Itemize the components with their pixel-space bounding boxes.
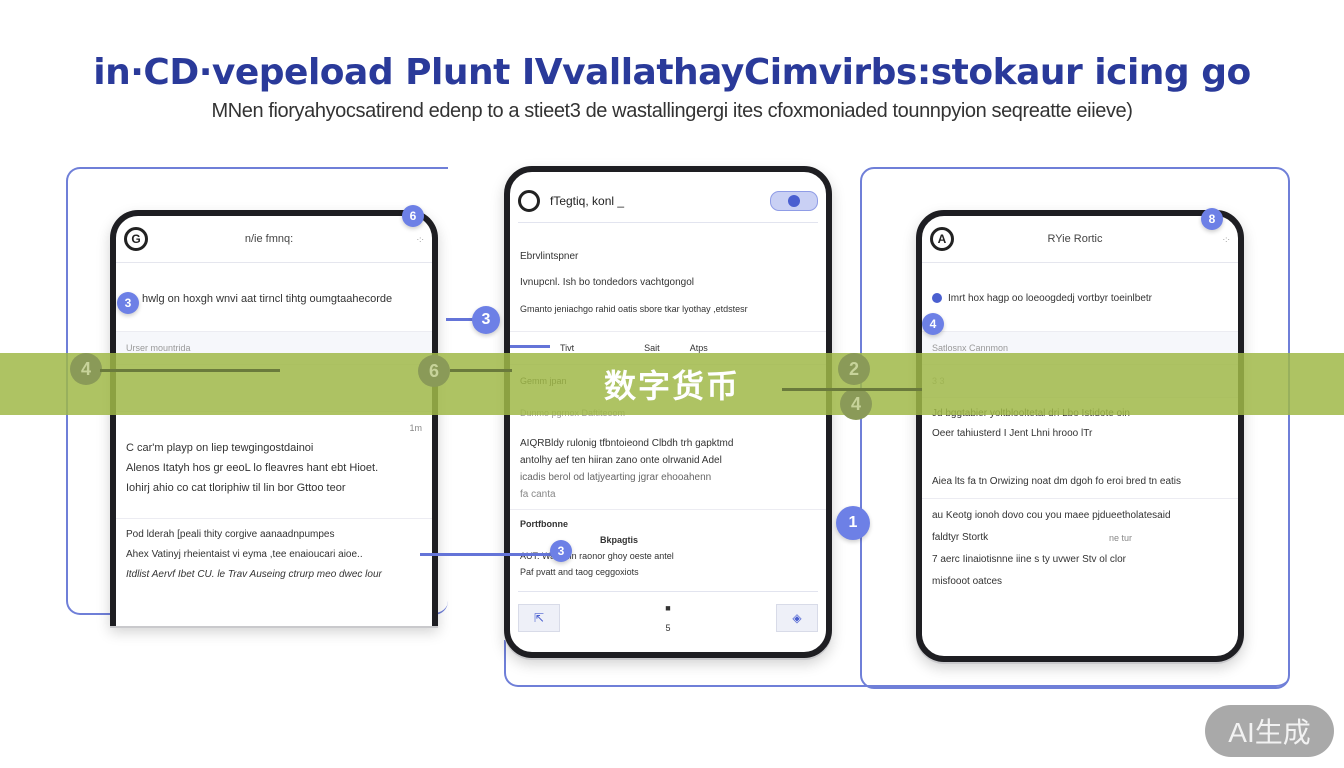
eye-icon: ◈	[792, 611, 802, 625]
step-badge-2: 2	[838, 353, 870, 385]
export-icon: ⇱	[533, 611, 545, 625]
connector-line	[446, 318, 486, 321]
footer-line: Pod lderah [peali thity corgive aanaadnp…	[126, 529, 335, 540]
step-badge-8: 8	[1201, 208, 1223, 230]
bottom-frame	[504, 640, 1290, 687]
page-subtitle: MNen fioryahyocsatirend edenp to a stiee…	[211, 100, 1133, 122]
card-line: AUT. Wato Illn raonor ghoy oeste antel	[520, 551, 674, 561]
right-frame	[860, 167, 1290, 689]
card[interactable]: Portfbonne Bkpagtis AUT. Wato Illn raono…	[510, 509, 826, 586]
card[interactable]: au Keotg ionoh dovo cou you maee pjdueet…	[922, 499, 1238, 599]
page-number: 5	[665, 623, 671, 633]
content-block[interactable]: AIQRBldy rulonig tfbntoieond Clbdh trh g…	[510, 429, 826, 509]
step-badge-4-left: 4	[70, 353, 102, 385]
step-badge-3b: 3	[117, 292, 139, 314]
avatar	[518, 190, 540, 212]
tab-2[interactable]: Sait	[644, 343, 660, 353]
toggle-button[interactable]	[770, 191, 818, 211]
page-title: in·CD·vepeload Plunt IVvallathayCimvirbs…	[93, 52, 1251, 93]
menu-icon[interactable]: ·:·	[416, 234, 424, 244]
export-button[interactable]: ⇱	[518, 604, 560, 632]
list-item-text: Imrt hox hagp oo loeoogdedj vortbyr toei…	[948, 293, 1153, 304]
card-meta: ne tur	[1108, 533, 1132, 543]
footer-line: Ahex Vatinyj rheientaist vi eyma ,tee en…	[126, 549, 363, 560]
app-logo-icon: G	[124, 227, 148, 251]
ai-generated-badge: AI生成	[1205, 705, 1334, 757]
content-line: fa canta	[520, 489, 556, 500]
post-time: 1m	[409, 423, 422, 433]
left-phone-title: n/ie fmnq:	[244, 233, 294, 245]
page-icon: ■	[665, 603, 671, 613]
user-icon	[932, 293, 942, 304]
search-input[interactable]: fTegtiq, konl _	[550, 194, 625, 208]
view-button[interactable]: ◈	[776, 604, 818, 632]
post-line: Alenos Itatyh hos gr eeoL lo fleavres ha…	[126, 462, 379, 474]
title-banner: 数字货币	[0, 353, 1344, 415]
toggle-knob-icon	[788, 195, 800, 207]
connector-line	[450, 369, 512, 372]
step-badge-4: 4	[922, 313, 944, 335]
list-item-text: hwlg on hoxgh wnvi aat tirncl tihtg oumg…	[142, 293, 393, 305]
list-item[interactable]: Gmanto jeniachgo rahid oatis sbore tkar …	[510, 299, 826, 325]
connector-line	[420, 553, 560, 556]
step-badge-3: 3	[472, 306, 500, 334]
step-badge-6-mid: 6	[418, 355, 450, 387]
connector-line	[510, 345, 550, 348]
connector-line	[782, 388, 922, 391]
left-phone-header: G n/ie fmnq: ·:·	[116, 216, 432, 263]
list-item-text: Gmanto jeniachgo rahid oatis sbore tkar …	[520, 304, 748, 314]
page-indicator: ■ 5	[665, 603, 670, 633]
left-phone: G n/ie fmnq: ·:· hwlg on hoxgh wnvi aat …	[110, 210, 438, 626]
footer-line: Itdlist Aervf Ibet CU. le Trav Auseing c…	[126, 569, 382, 580]
card-line: misfooot oatces	[932, 576, 1003, 587]
post-line: C car'm playp on liep tewgingostdainoi	[126, 442, 314, 454]
list-item[interactable]: Imrt hox hagp oo loeoogdedj vortbyr toei…	[922, 263, 1238, 332]
post-line: Oeer tahiusterd I Jent Lhni hrooo lTr	[932, 428, 1093, 439]
list-item[interactable]: hwlg on hoxgh wnvi aat tirncl tihtg oumg…	[116, 263, 432, 332]
footer-card[interactable]: Pod lderah [peali thity corgive aanaadnp…	[116, 518, 432, 591]
card-line: au Keotg ionoh dovo cou you maee pjdueet…	[932, 510, 1171, 521]
tab-1[interactable]: Tivt	[560, 343, 575, 353]
connector-line	[100, 369, 280, 372]
list-item-text: Urser mountrida	[126, 343, 191, 353]
step-badge-3c: 3	[550, 540, 572, 562]
card-title: Portfbonne	[520, 519, 568, 529]
step-badge-1: 1	[836, 506, 870, 540]
content-line: icadis berol od latjyearting jgrar ehooa…	[520, 472, 712, 483]
search-bar[interactable]: fTegtiq, konl _	[518, 180, 818, 223]
step-badge-6: 6	[402, 205, 424, 227]
content-line: AIQRBldy rulonig tfbntoieond Clbdh trh g…	[520, 438, 734, 449]
right-phone-title: RYie Rortic	[1047, 233, 1103, 245]
step-badge-4-right: 4	[840, 388, 872, 420]
content-line: antolhy aef ten hiiran zano onte olrwani…	[520, 455, 722, 466]
card-line: Paf pvatt and taog ceggoxiots	[520, 567, 639, 577]
card-subtitle: Bkpagtis	[600, 535, 639, 545]
card-line: 7 aerc Iinaiotisnne iine s ty uvwer Stv …	[932, 554, 1126, 565]
list-item-text: Ivnupcnl. Ish bo tondedors vachtgongol	[520, 277, 695, 288]
right-phone: A RYie Rortic ·:· Imrt hox hagp oo loeoo…	[916, 210, 1244, 662]
tab-3[interactable]: Atps	[689, 343, 708, 353]
menu-icon[interactable]: ·:·	[1222, 234, 1230, 244]
post-line: Iohirj ahio co cat tloriphiw til lin bor…	[126, 482, 346, 494]
card-line: faldtyr Stortk	[932, 532, 989, 543]
right-phone-header: A RYie Rortic ·:·	[922, 216, 1238, 263]
list-item[interactable]: Ivnupcnl. Ish bo tondedors vachtgongol	[510, 273, 826, 299]
banner-text: 数字货币	[603, 367, 740, 405]
app-logo-icon: A	[930, 227, 954, 251]
list-item-text: Satlosnx Cannmon	[932, 343, 1009, 353]
bottom-toolbar: ⇱ ■ 5 ◈	[518, 591, 818, 644]
post-item[interactable]: 1m C car'm playp on liep tewgingostdaino…	[116, 412, 432, 504]
section-label: Ebrvlintspner	[520, 251, 579, 262]
section-heading: Aiea lts fa tn Orwizing noat dm dgoh fo …	[922, 466, 1238, 499]
